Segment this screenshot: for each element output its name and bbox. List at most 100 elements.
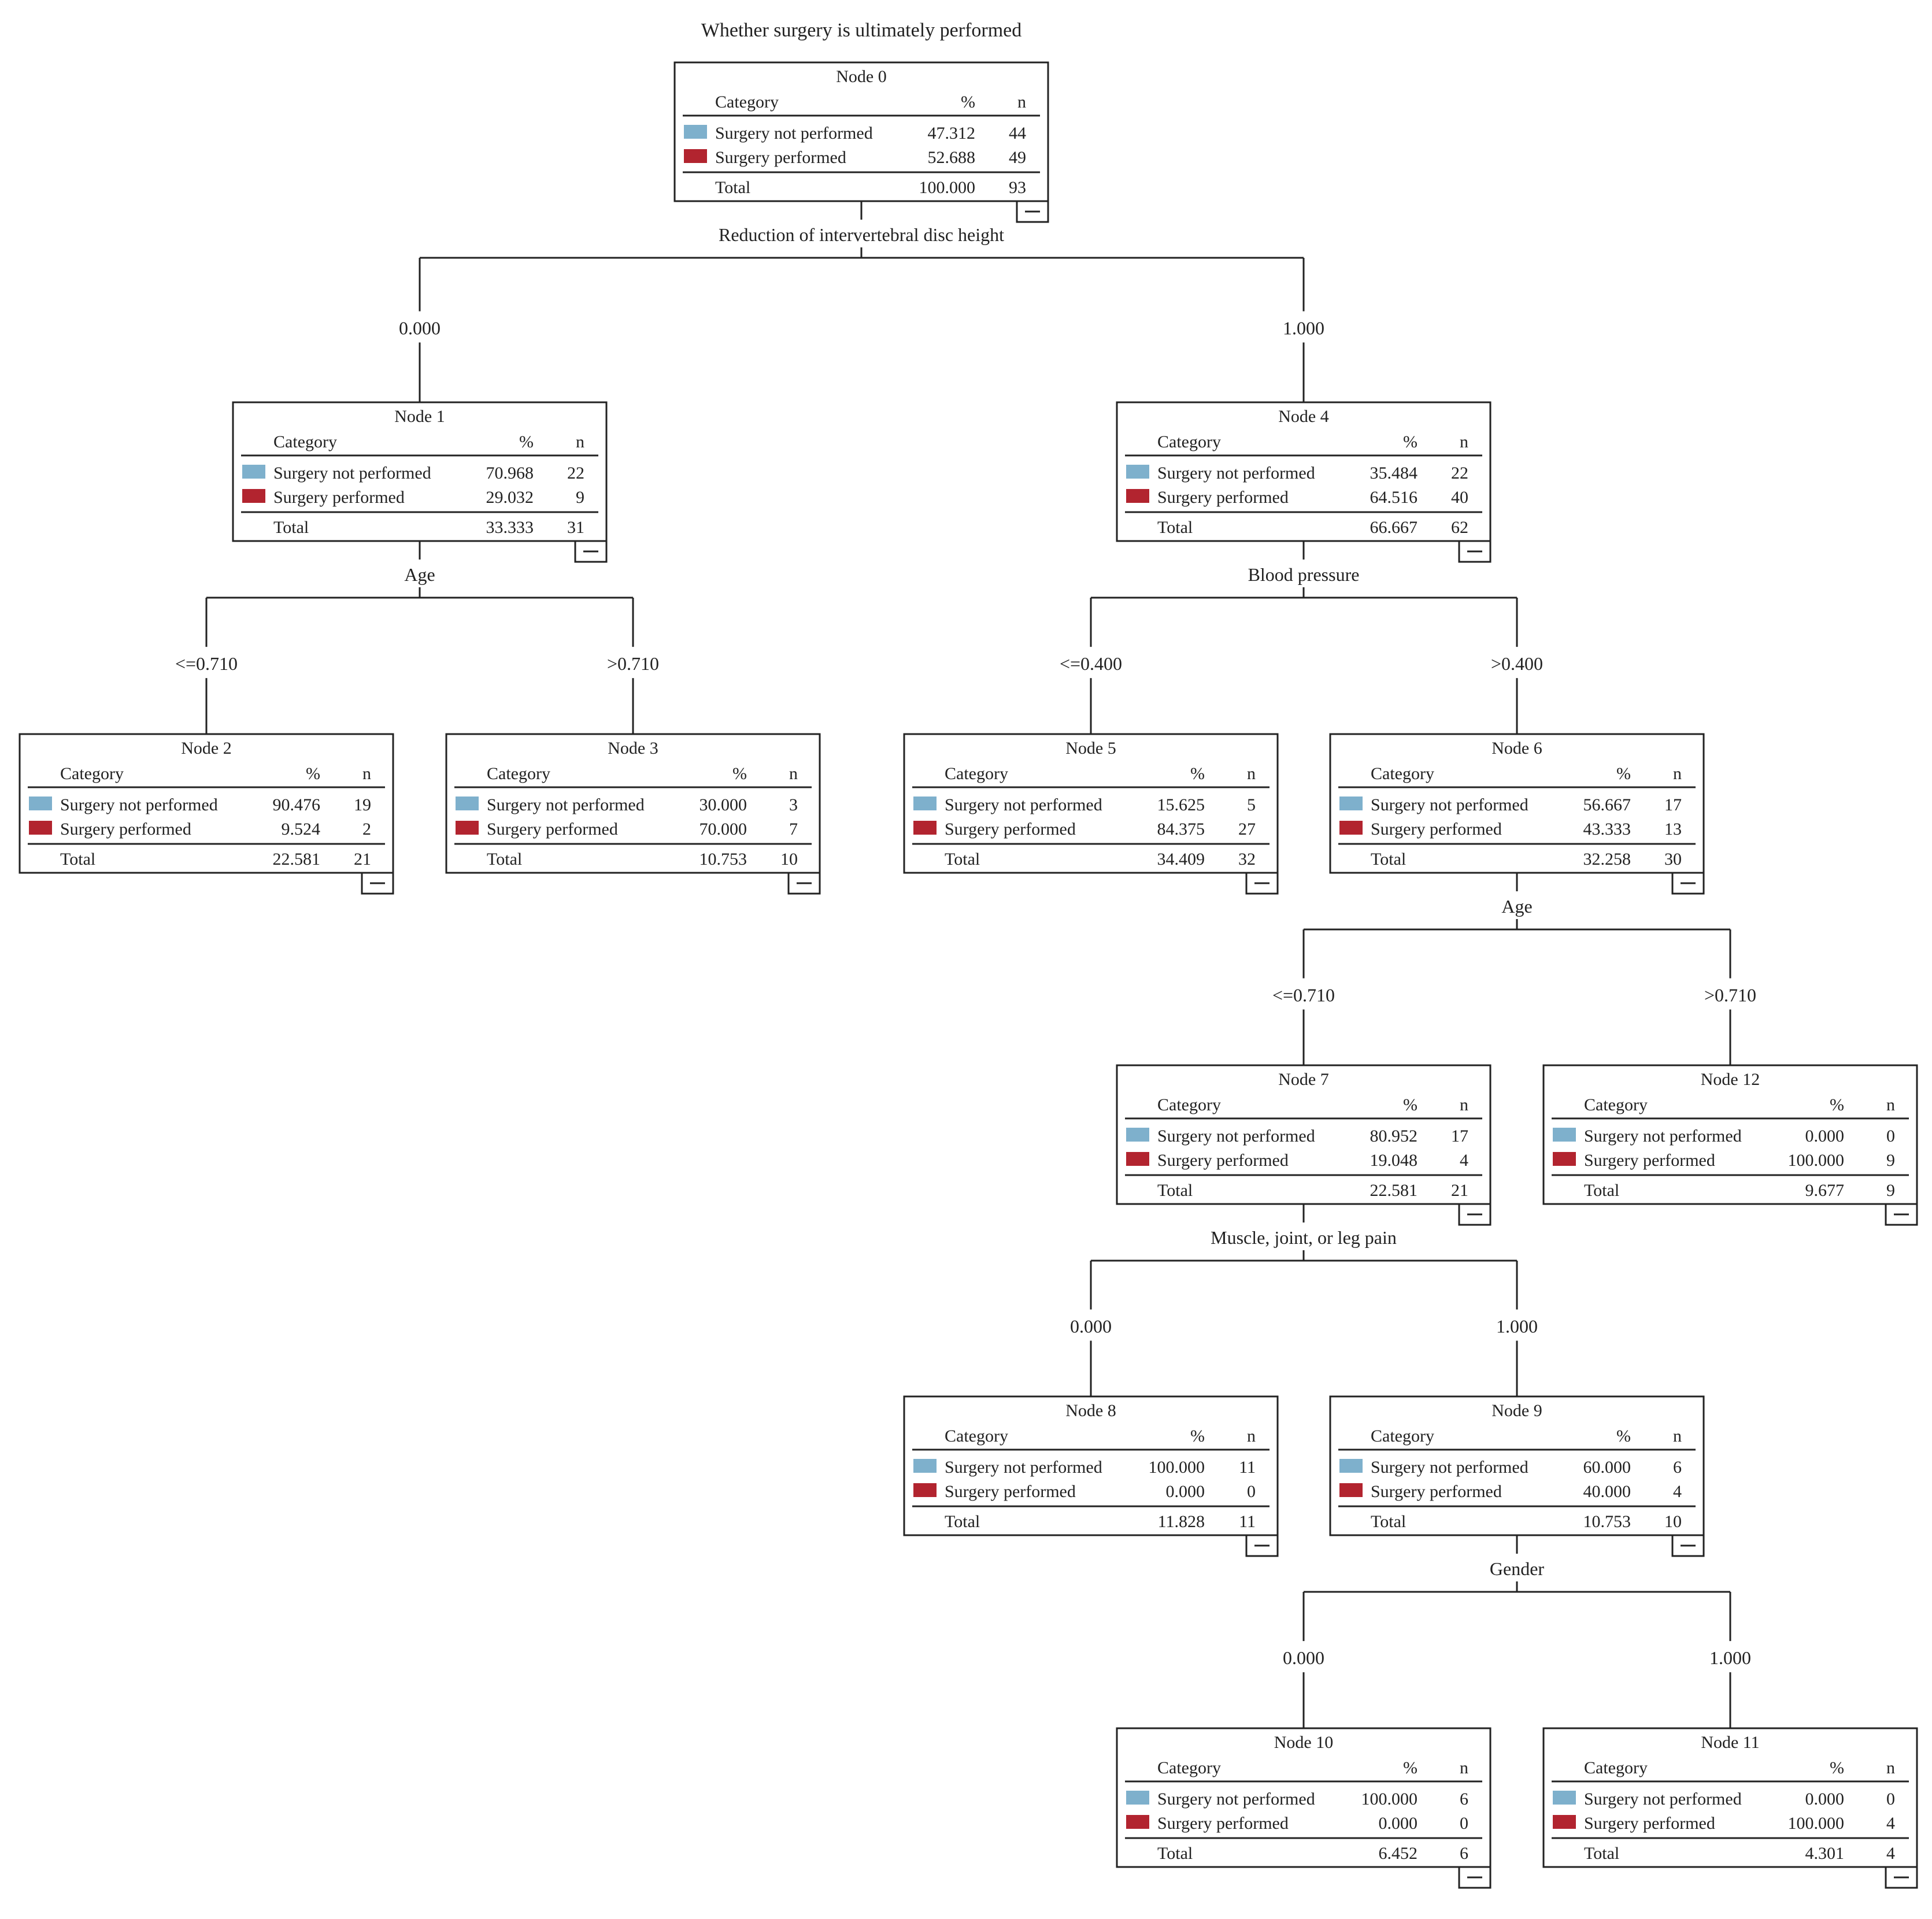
- node-title: Node 2: [181, 739, 231, 758]
- category-label: Surgery not performed: [1371, 795, 1528, 814]
- count-value: 13: [1664, 820, 1682, 839]
- percent-value: 29.032: [486, 488, 534, 507]
- header-n: n: [1247, 764, 1256, 783]
- category-label: Surgery not performed: [487, 795, 645, 814]
- header-n: n: [1886, 1758, 1895, 1777]
- header-n: n: [1017, 92, 1026, 112]
- percent-value: 90.476: [273, 795, 321, 814]
- tree-title: Whether surgery is ultimately performed: [701, 20, 1022, 41]
- category-swatch-performed: [1339, 1483, 1363, 1497]
- node-box: [445, 733, 821, 874]
- header-percent: %: [1403, 1758, 1417, 1777]
- split-0: Reduction of intervertebral disc height0…: [399, 201, 1324, 402]
- header-n: n: [1460, 432, 1468, 451]
- category-label: Surgery not performed: [1584, 1127, 1742, 1146]
- collapse-toggle[interactable]: [1245, 1534, 1279, 1557]
- percent-value: 60.000: [1583, 1458, 1631, 1477]
- split-4: Blood pressure<=0.400>0.400: [1060, 541, 1543, 734]
- collapse-toggle[interactable]: [1885, 1203, 1918, 1226]
- count-value: 5: [1247, 795, 1256, 814]
- header-percent: %: [1616, 1427, 1631, 1446]
- header-percent: %: [1830, 1095, 1844, 1114]
- category-label: Surgery performed: [1157, 1814, 1289, 1833]
- collapse-toggle[interactable]: [1245, 872, 1279, 895]
- node-box: [1116, 1727, 1491, 1868]
- category-swatch-performed: [1126, 489, 1149, 503]
- header-category: Category: [1584, 1758, 1648, 1777]
- collapse-toggle[interactable]: [1458, 540, 1491, 563]
- split-value-label: <=0.710: [175, 653, 238, 674]
- collapse-toggle[interactable]: [787, 872, 821, 895]
- node-box: [903, 733, 1279, 874]
- total-count: 31: [567, 518, 584, 537]
- total-percent: 33.333: [486, 518, 534, 537]
- collapse-toggle[interactable]: [1671, 1534, 1705, 1557]
- count-value: 7: [789, 820, 798, 839]
- split-variable-label: Reduction of intervertebral disc height: [719, 224, 1004, 245]
- category-label: Surgery performed: [487, 820, 618, 839]
- collapse-toggle[interactable]: [1458, 1866, 1491, 1889]
- total-label: Total: [945, 1512, 980, 1531]
- node-title: Node 6: [1491, 739, 1542, 758]
- total-label: Total: [1371, 850, 1406, 869]
- header-percent: %: [1190, 764, 1205, 783]
- category-label: Surgery performed: [1584, 1151, 1715, 1170]
- category-swatch-not-performed: [1553, 1128, 1576, 1142]
- total-count: 93: [1009, 178, 1026, 197]
- category-swatch-not-performed: [456, 797, 479, 810]
- category-label: Surgery performed: [1584, 1814, 1715, 1833]
- total-percent: 10.753: [699, 850, 747, 869]
- total-percent: 66.667: [1370, 518, 1418, 537]
- category-label: Surgery not performed: [1157, 1790, 1315, 1809]
- node-box: [18, 733, 394, 874]
- category-label: Surgery not performed: [945, 795, 1102, 814]
- split-value-label: >0.710: [607, 653, 659, 674]
- percent-value: 70.968: [486, 464, 534, 483]
- collapse-toggle[interactable]: [361, 872, 394, 895]
- count-value: 0: [1460, 1814, 1468, 1833]
- node-title: Node 1: [394, 407, 445, 426]
- node-title: Node 0: [836, 67, 886, 86]
- collapse-toggle[interactable]: [1458, 1203, 1491, 1226]
- collapse-box: [1458, 1866, 1491, 1889]
- header-percent: %: [732, 764, 747, 783]
- count-value: 22: [1451, 464, 1468, 483]
- count-value: 0: [1886, 1127, 1895, 1146]
- header-category: Category: [1157, 432, 1221, 451]
- category-label: Surgery performed: [273, 488, 405, 507]
- total-label: Total: [273, 518, 309, 537]
- total-percent: 11.828: [1158, 1512, 1205, 1531]
- total-count: 21: [1451, 1181, 1468, 1200]
- collapse-toggle[interactable]: [1885, 1866, 1918, 1889]
- header-n: n: [1673, 764, 1682, 783]
- category-label: Surgery performed: [1371, 820, 1502, 839]
- split-value-label: >0.710: [1704, 985, 1756, 1006]
- total-percent: 32.258: [1583, 850, 1631, 869]
- percent-value: 0.000: [1379, 1814, 1418, 1833]
- split-variable-label: Age: [1501, 896, 1532, 917]
- collapse-toggle[interactable]: [1016, 200, 1049, 223]
- collapse-toggle[interactable]: [1671, 872, 1705, 895]
- node-title: Node 8: [1065, 1401, 1116, 1420]
- percent-value: 80.952: [1370, 1127, 1418, 1146]
- header-n: n: [1673, 1427, 1682, 1446]
- category-label: Surgery performed: [1157, 488, 1289, 507]
- percent-value: 15.625: [1157, 795, 1205, 814]
- header-percent: %: [1830, 1758, 1844, 1777]
- total-label: Total: [487, 850, 522, 869]
- category-label: Surgery not performed: [273, 464, 431, 483]
- percent-value: 0.000: [1805, 1127, 1845, 1146]
- category-swatch-performed: [684, 149, 707, 163]
- collapse-toggle[interactable]: [574, 540, 608, 563]
- node-box: [232, 401, 608, 542]
- total-label: Total: [1157, 1844, 1193, 1863]
- category-label: Surgery not performed: [1157, 464, 1315, 483]
- total-count: 4: [1886, 1844, 1895, 1863]
- header-category: Category: [945, 1427, 1008, 1446]
- category-label: Surgery not performed: [1371, 1458, 1528, 1477]
- count-value: 0: [1886, 1790, 1895, 1809]
- count-value: 44: [1009, 124, 1026, 143]
- header-n: n: [1247, 1427, 1256, 1446]
